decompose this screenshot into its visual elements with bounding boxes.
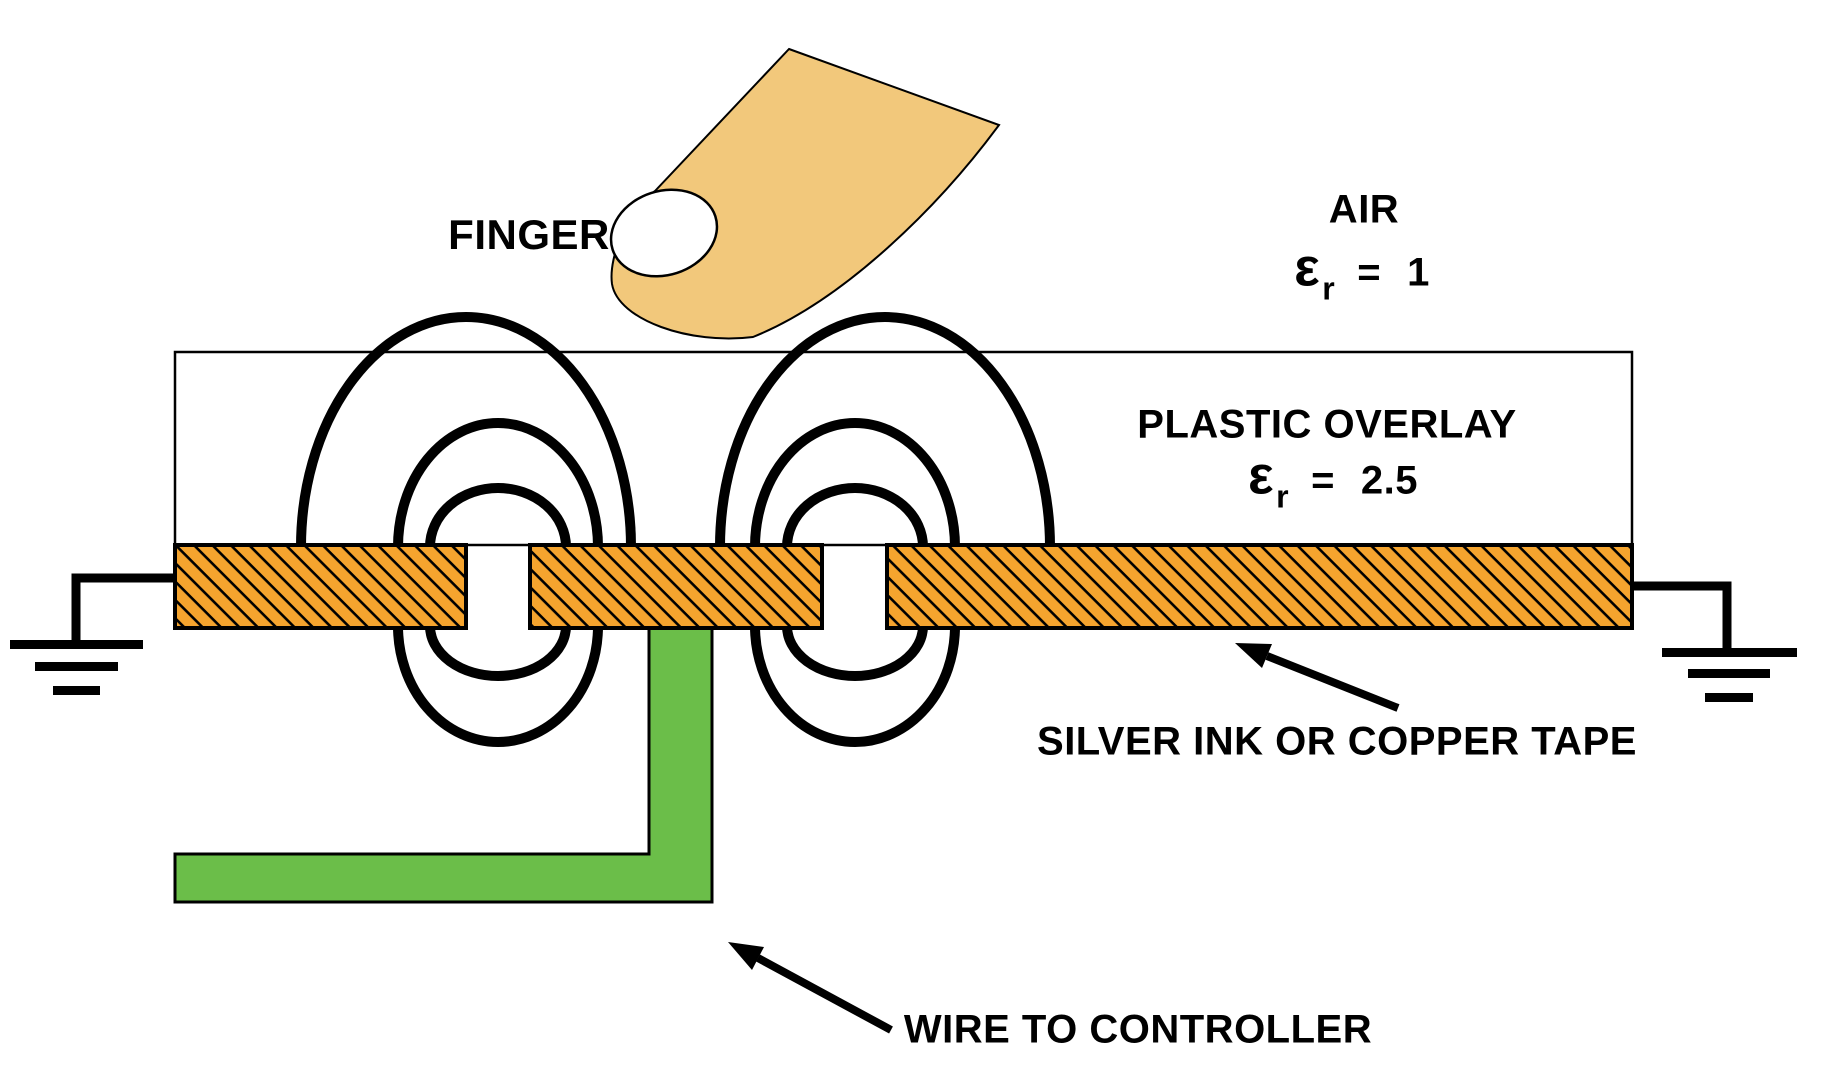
electrode-segment-right xyxy=(885,543,1634,630)
epsilon-subscript: r xyxy=(1276,478,1290,515)
epsilon-symbol: ε xyxy=(1294,237,1321,298)
field-lines-right xyxy=(715,312,1055,747)
field-arc xyxy=(296,312,636,548)
equals-sign: = xyxy=(1311,458,1335,503)
ground-bar xyxy=(1705,693,1753,702)
field-arc xyxy=(750,625,960,747)
air-permittivity-formula: εr = 1 xyxy=(1294,237,1430,308)
electrode-bar xyxy=(173,543,1634,630)
field-arc xyxy=(750,418,960,548)
ground-bar xyxy=(35,662,118,671)
field-arc xyxy=(715,312,1055,548)
epsilon-subscript: r xyxy=(1322,270,1336,307)
epsilon-symbol: ε xyxy=(1247,445,1275,506)
fingernail xyxy=(609,188,719,278)
electrode-segment-center xyxy=(528,543,824,630)
ground-bar xyxy=(1662,648,1797,657)
field-arc xyxy=(425,625,571,681)
overlay-permittivity-formula: εr = 2.5 xyxy=(1248,445,1418,516)
ground-symbol-right xyxy=(1632,581,1797,702)
plastic-overlay-label: PLASTIC OVERLAY xyxy=(1137,402,1517,447)
arrow-head-icon xyxy=(728,942,764,970)
ground-bar xyxy=(1688,669,1770,678)
field-arc xyxy=(393,418,603,548)
equals-sign: = xyxy=(1357,250,1382,295)
wire-label: WIRE TO CONTROLLER xyxy=(903,1007,1373,1052)
arrow-head-icon xyxy=(1235,643,1272,668)
finger-label: FINGER xyxy=(448,211,610,258)
plastic-overlay-box xyxy=(173,350,1634,547)
ground-bar xyxy=(53,686,100,695)
permittivity-value: 2.5 xyxy=(1360,458,1419,503)
field-arc xyxy=(782,625,928,681)
arrow-to-electrode xyxy=(1235,643,1400,712)
arrow-shaft xyxy=(756,954,893,1034)
finger-shape xyxy=(609,47,1001,340)
field-arc xyxy=(782,483,928,548)
field-lines-left xyxy=(296,312,636,747)
air-label: AIR xyxy=(1328,187,1400,232)
arrow-shaft xyxy=(1265,652,1400,712)
ground-bar xyxy=(10,640,143,649)
ground-symbol-left xyxy=(10,573,175,695)
field-arc xyxy=(425,483,571,548)
permittivity-value: 1 xyxy=(1407,250,1430,295)
arrow-to-wire xyxy=(728,942,893,1034)
ground-wire-left xyxy=(71,573,175,640)
ground-wire-right xyxy=(1632,581,1732,648)
electrode-segment-left xyxy=(173,543,468,630)
wire-to-controller-shape xyxy=(173,626,714,904)
field-arc xyxy=(393,625,603,747)
electrode-label: SILVER INK OR COPPER TAPE xyxy=(1037,719,1637,764)
